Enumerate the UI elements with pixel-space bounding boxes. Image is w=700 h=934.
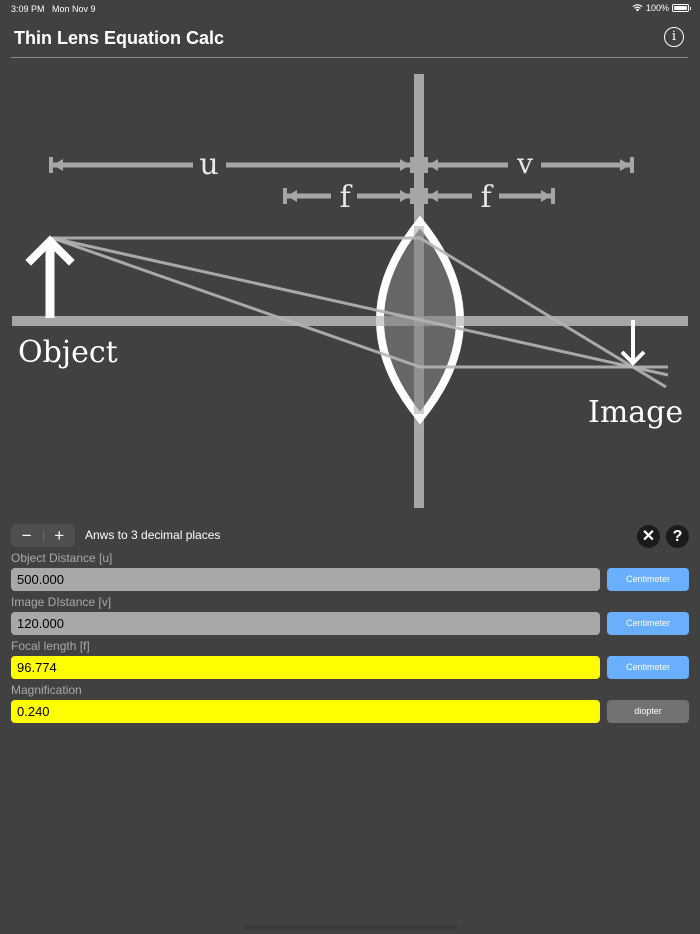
navigation-bar: Thin Lens Equation Calc i: [0, 18, 700, 58]
magnification-output[interactable]: 0.240: [11, 700, 600, 723]
focal-length-label: Focal length [f]: [11, 639, 90, 653]
status-date: Mon Nov 9: [52, 4, 96, 14]
object-label: Object: [18, 335, 118, 370]
f-left-dimension: [283, 188, 414, 204]
magnification-label: Magnification: [11, 683, 82, 697]
object-distance-unit-button[interactable]: Centimeter: [607, 568, 689, 591]
object-distance-label: Object Distance [u]: [11, 551, 113, 565]
focal-length-unit-button[interactable]: Centimeter: [607, 656, 689, 679]
decimal-places-label: Anws to 3 decimal places: [85, 528, 221, 542]
image-label: Image: [588, 395, 683, 430]
decrement-button[interactable]: −: [21, 526, 32, 545]
image-distance-input[interactable]: 120.000: [11, 612, 600, 635]
info-circle-icon[interactable]: i: [664, 27, 684, 47]
v-dimension: [424, 157, 634, 173]
header-divider: [11, 57, 688, 58]
battery-percent: 100%: [645, 3, 669, 13]
f-right-dimension: [424, 188, 555, 204]
object-arrow: [25, 235, 75, 318]
decimal-stepper[interactable]: − +: [11, 524, 75, 547]
optical-axis: [12, 316, 688, 326]
home-indicator[interactable]: [243, 925, 457, 929]
image-distance-label: Image DIstance [v]: [11, 595, 112, 609]
object-distance-input[interactable]: 500.000: [11, 568, 600, 591]
magnification-unit-button[interactable]: diopter: [607, 700, 689, 723]
controls-row: − + Anws to 3 decimal places ✕ ?: [11, 524, 689, 548]
wifi-icon: [632, 4, 643, 12]
focal-length-output[interactable]: 96.774: [11, 656, 600, 679]
u-label: u: [199, 147, 218, 182]
thin-lens-diagram: u v f f Object: [12, 74, 688, 508]
status-bar: 3:09 PM Mon Nov 9 100%: [0, 0, 700, 18]
help-icon[interactable]: ?: [666, 525, 689, 548]
image-distance-unit-button[interactable]: Centimeter: [607, 612, 689, 635]
image-arrow: [620, 320, 646, 366]
battery-icon: [672, 4, 691, 12]
f-right-label: f: [480, 180, 493, 215]
v-label: v: [516, 147, 533, 180]
clear-icon[interactable]: ✕: [637, 525, 660, 548]
f-left-label: f: [339, 180, 352, 215]
page-title: Thin Lens Equation Calc: [14, 28, 225, 48]
stepper-separator: [42, 529, 44, 542]
status-right: 100%: [632, 3, 691, 13]
u-dimension: [49, 157, 414, 173]
status-time: 3:09 PM: [11, 4, 45, 14]
increment-button[interactable]: +: [54, 526, 65, 545]
light-rays: [51, 236, 669, 389]
